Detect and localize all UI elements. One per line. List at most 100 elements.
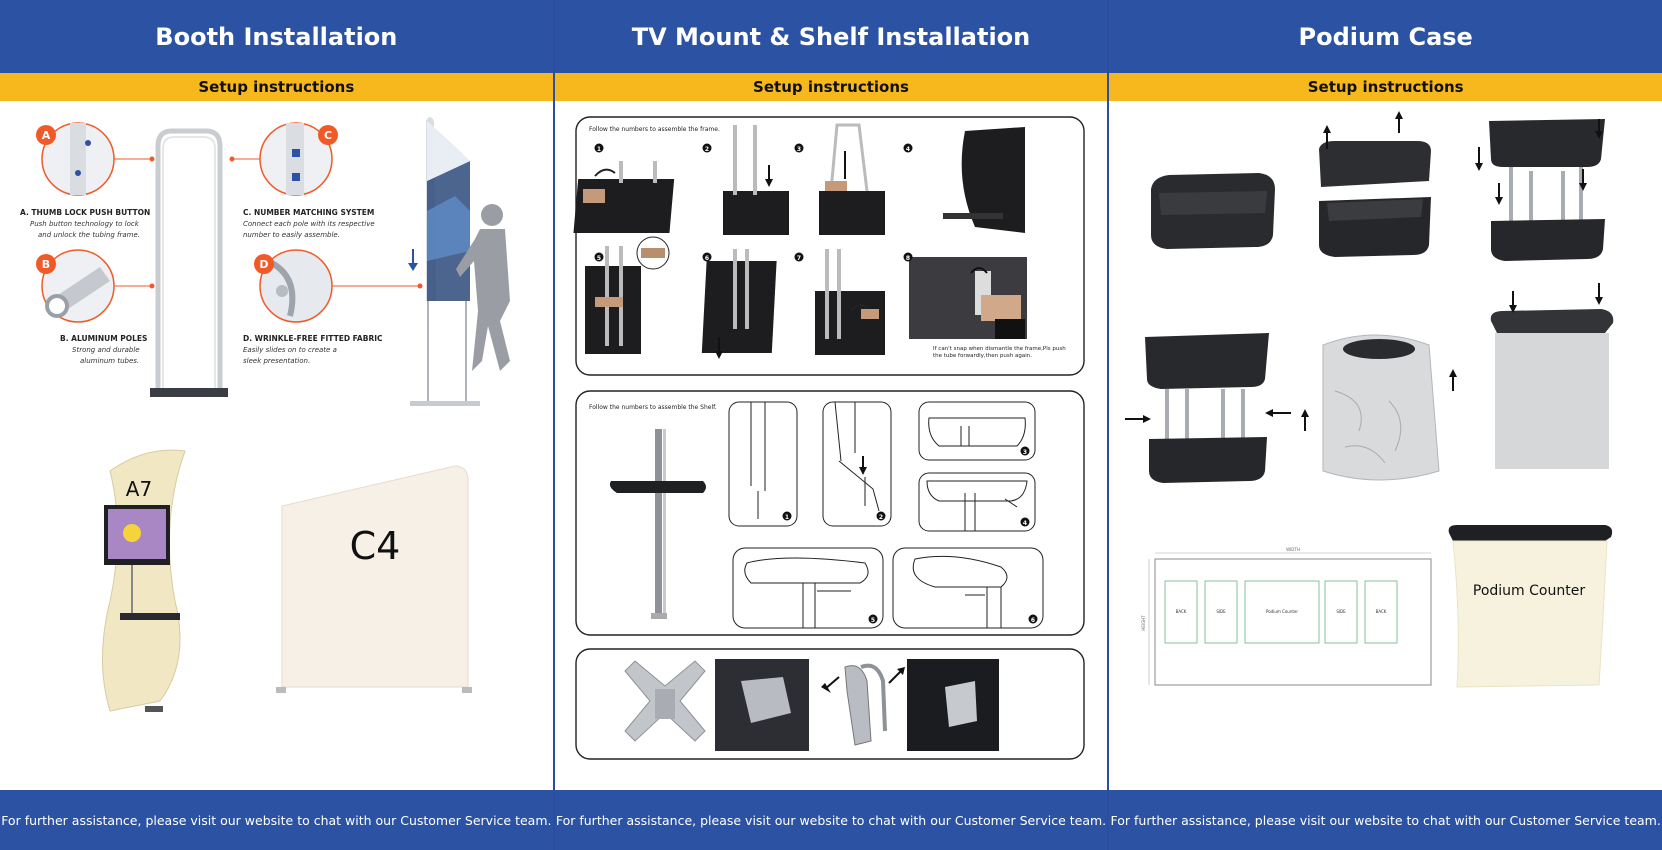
shelf-step-1-image: [728, 401, 798, 527]
feature-a-title: A. THUMB LOCK PUSH BUTTON: [20, 208, 150, 217]
booth-illustration: A A. THUMB LOCK PUSH BUTTON Push button …: [20, 117, 510, 712]
frame-step-4-number: 4: [906, 146, 910, 153]
mounted-tv-photo: [906, 659, 999, 751]
panel-subtitle: Setup instructions: [0, 73, 553, 101]
shelf-step-6-number: 6: [1031, 617, 1035, 624]
feature-b-desc-2: aluminum tubes.: [80, 357, 139, 365]
frame-step-1-image: [573, 161, 674, 233]
shelf-step-2-image: [822, 401, 892, 527]
shelf-step-1-number: 1: [785, 514, 789, 521]
closed-case-image: [1151, 173, 1276, 249]
feature-d-desc-1: Easily slides on to create a: [243, 346, 337, 354]
tube-frame-image: [150, 128, 228, 397]
footer-assistance: For further assistance, please visit our…: [554, 790, 1108, 850]
product-a7-image: [102, 449, 186, 712]
panel-title: Booth Installation: [0, 0, 553, 73]
panel-title: Podium Case: [1109, 0, 1662, 73]
product-a7-label: A7: [126, 477, 152, 501]
vesa-mount-image: [623, 660, 706, 742]
frame-step-3-image: [818, 123, 885, 235]
frame-step-3-number: 3: [797, 146, 801, 153]
podium-dimension-diagram: [1149, 552, 1432, 686]
frame-step-7-image: [814, 249, 885, 355]
open-case-image: [1319, 111, 1432, 257]
frame-step-6-number: 6: [705, 255, 709, 262]
footer-assistance: For further assistance, please visit our…: [1109, 790, 1662, 850]
feature-a-detail: [36, 122, 155, 196]
case-with-legs-image: [1475, 119, 1606, 261]
shelf-step-numbers: 1 2 3 4 5 6: [782, 446, 1038, 624]
diagram-section-side-right: SIDE: [1337, 609, 1347, 614]
shelf-step-2-number: 2: [879, 514, 883, 521]
feature-a-desc-2: and unlock the tubing frame.: [38, 231, 140, 239]
feature-d-detail: [254, 249, 423, 323]
podium-content: WIDTH HEIGHT BACK SIDE Podium Counter SI…: [1109, 101, 1662, 790]
badge-a: A: [42, 129, 51, 142]
frame-step-7-number: 7: [797, 255, 801, 262]
frame-step-numbers: 1 2 3 4 5 6 7 8: [594, 143, 913, 262]
badge-b: B: [42, 258, 50, 271]
frame-step-2-image: [722, 125, 789, 235]
footer-assistance: For further assistance, please visit our…: [0, 790, 553, 850]
shelf-step-5-image: [732, 547, 884, 629]
tv-mount-illustration: Follow the numbers to assemble the frame…: [573, 116, 1085, 760]
frame-caption: Follow the numbers to assemble the frame…: [589, 126, 720, 133]
banner-with-person-image: [408, 117, 510, 406]
fabric-cover-image: [1301, 334, 1458, 481]
shelf-step-4-number: 4: [1023, 520, 1027, 527]
frame-step-1-number: 1: [597, 146, 601, 153]
podium-counter-image: [1449, 525, 1613, 688]
frame-step-4-image: [942, 127, 1025, 233]
feature-c-detail: [229, 122, 338, 196]
feature-b-desc-1: Strong and durable: [72, 346, 140, 354]
mount-back-photo: [714, 659, 809, 751]
panel-title: TV Mount & Shelf Installation: [554, 0, 1108, 73]
feature-d-title: D. WRINKLE-FREE FITTED FABRIC: [243, 334, 383, 343]
feature-c-desc-2: number to easily assemble.: [243, 231, 340, 239]
tv-mount-content: Follow the numbers to assemble the frame…: [555, 101, 1108, 790]
shelf-step-3-number: 3: [1023, 449, 1027, 456]
feature-c-desc-1: Connect each pole with its respective: [243, 220, 375, 228]
frame-note-line-2: the tube forwardly,then push again.: [933, 353, 1032, 359]
frame-step-5-number: 5: [597, 255, 601, 262]
badge-c: C: [324, 129, 332, 142]
frame-step-8-image: [908, 257, 1027, 339]
panel-subtitle: Setup instructions: [1109, 73, 1662, 101]
badge-d: D: [259, 258, 268, 271]
feature-b-title: B. ALUMINUM POLES: [60, 334, 147, 343]
frame-step-6-image: [701, 249, 777, 359]
case-frame-assembly-image: [1125, 333, 1292, 483]
panel-podium-case: Podium Case Setup instructions: [1109, 0, 1662, 850]
panel-subtitle: Setup instructions: [554, 73, 1108, 101]
shelf-step-4-image: [918, 472, 1036, 532]
frame-step-2-number: 2: [705, 146, 709, 153]
diagram-section-center: Podium Counter: [1266, 609, 1298, 614]
shelf-photo: [609, 429, 706, 619]
product-c4-label: C4: [350, 524, 401, 568]
diagram-height-label: HEIGHT: [1141, 615, 1146, 631]
shelf-caption: Follow the numbers to assemble the Shelf…: [589, 404, 717, 411]
product-c4-image: [276, 465, 472, 693]
feature-b-detail: [36, 249, 155, 323]
diagram-section-back-left: BACK: [1176, 609, 1187, 614]
frame-step-8-number: 8: [906, 255, 910, 262]
podium-counter-label: Podium Counter: [1473, 583, 1585, 599]
diagram-width-label: WIDTH: [1287, 547, 1301, 552]
podium-illustration: WIDTH HEIGHT BACK SIDE Podium Counter SI…: [1125, 111, 1614, 688]
feature-c-title: C. NUMBER MATCHING SYSTEM: [243, 208, 374, 217]
podium-assembled-image: [1491, 283, 1614, 469]
shelf-step-3-image: [918, 401, 1036, 461]
frame-note-line-1: If can't snap when dismantle the frame,P…: [933, 346, 1066, 352]
panel-tv-mount-shelf: TV Mount & Shelf Installation Setup inst…: [554, 0, 1108, 850]
frame-step-5-image: [584, 236, 670, 354]
diagram-section-side-left: SIDE: [1217, 609, 1227, 614]
booth-content: A A. THUMB LOCK PUSH BUTTON Push button …: [0, 101, 553, 790]
shelf-step-6-image: [892, 547, 1044, 629]
mount-bracket-image: [820, 663, 905, 746]
feature-a-desc-1: Push button technology to lock: [30, 220, 140, 228]
diagram-section-back-right: BACK: [1376, 609, 1387, 614]
shelf-step-5-number: 5: [871, 617, 875, 624]
feature-d-desc-2: sleek presentation.: [243, 357, 310, 365]
panel-booth-installation: Booth Installation Setup instructions: [0, 0, 553, 850]
